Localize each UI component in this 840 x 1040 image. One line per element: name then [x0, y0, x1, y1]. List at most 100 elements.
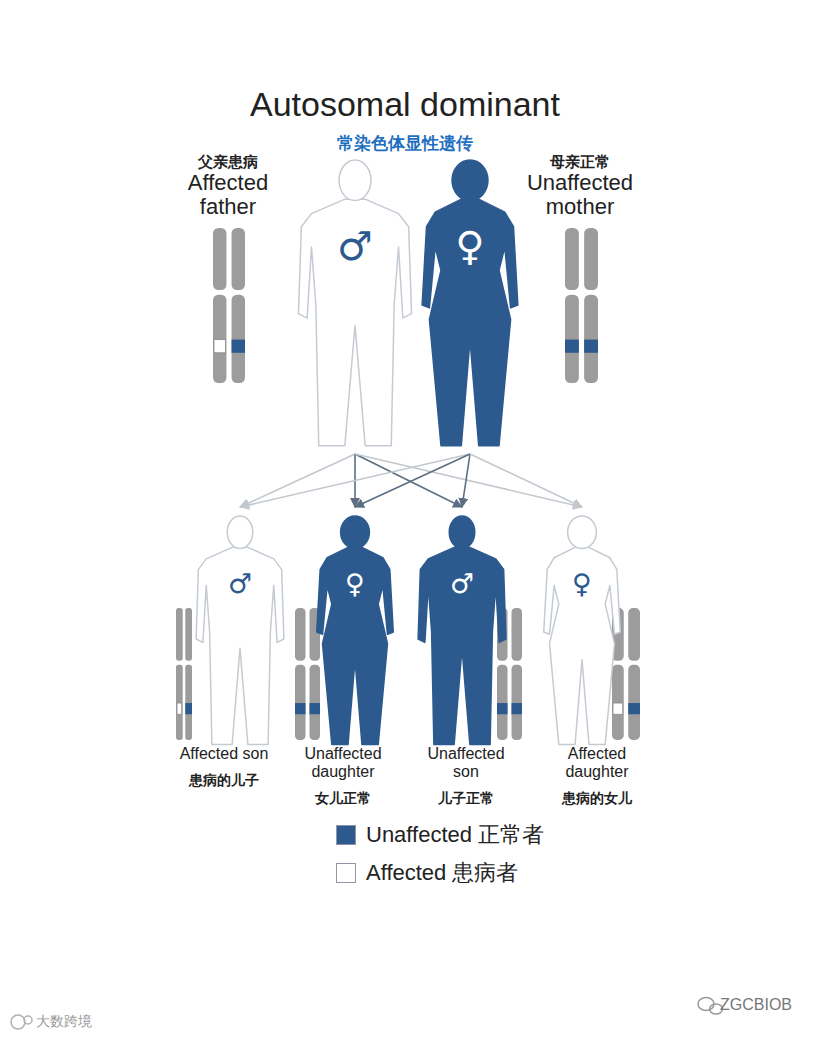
chromosome-arm — [213, 295, 226, 383]
chromosome-arm — [185, 608, 192, 661]
head — [339, 160, 371, 201]
gene-band — [214, 340, 225, 353]
chromosome-pair — [176, 608, 192, 740]
inheritance-arrow — [240, 454, 355, 507]
title-holder: Autosomal dominant — [180, 84, 630, 124]
body-silhouette — [196, 547, 284, 744]
english-caption: Unaffected mother — [515, 171, 645, 219]
person-figure — [298, 160, 411, 446]
caption-column: Affected son 患病的儿子 — [177, 745, 271, 789]
gene-band — [584, 340, 598, 353]
person-node: Unaffected son 儿子正常 ♂ — [415, 508, 527, 811]
chromosome-arm — [584, 228, 598, 290]
chromosome-pair — [213, 228, 245, 383]
inheritance-arrow — [355, 454, 582, 507]
chinese-caption: 父亲患病 — [176, 152, 280, 171]
person-figure — [422, 160, 518, 446]
head — [449, 516, 475, 548]
inheritance-arrow — [470, 454, 582, 507]
chromosome-arm — [584, 295, 598, 383]
gene-band — [295, 703, 306, 714]
inheritance-arrow — [240, 454, 470, 507]
sex-symbol: ♂ — [210, 570, 270, 597]
legend-swatch — [336, 825, 356, 845]
english-caption: Affected father — [176, 171, 280, 219]
english-caption: Affected son — [177, 745, 271, 763]
head — [568, 516, 597, 548]
person-node: 母亲正常Unaffected mother ♀ — [420, 150, 648, 452]
symbol-holder: ♂ — [325, 226, 385, 266]
chromosome-arm — [295, 608, 306, 661]
head — [452, 160, 488, 201]
gene-band — [512, 703, 523, 714]
label-holder: 常染色体显性遗传 — [270, 133, 540, 154]
watermark: 大数跨境 — [36, 1012, 146, 1030]
gene-band — [497, 703, 508, 714]
gene-band — [177, 703, 182, 714]
legend-text: Unaffected 正常者 — [366, 820, 544, 850]
sex-symbol: ♀ — [325, 570, 385, 597]
english-caption: Affected daughter — [546, 745, 648, 781]
english-caption: Unaffected daughter — [292, 745, 394, 781]
chromosome-arm — [232, 228, 245, 290]
chinese-caption: 患病的儿子 — [177, 771, 271, 789]
inheritance-arrow — [355, 454, 470, 507]
sex-symbol: ♀ — [440, 226, 500, 266]
gene-band — [613, 703, 623, 714]
legend-row: Unaffected 正常者 — [336, 816, 636, 854]
wechat-icon — [698, 998, 723, 1015]
body-silhouette — [418, 547, 506, 744]
chromosome-arm — [185, 665, 192, 740]
label-holder: ZGCBIOB — [720, 995, 830, 1015]
person-figure — [544, 516, 621, 745]
gene-band — [628, 703, 640, 714]
caption-column: Unaffected daughter 女儿正常 — [292, 745, 394, 807]
person-node: Affected son 患病的儿子 ♂ — [172, 508, 292, 793]
chromosome-arm — [232, 295, 245, 383]
chromosome-arm — [176, 608, 183, 661]
person-node: Unaffected daughter 女儿正常 ♀ — [290, 508, 405, 811]
english-caption: Unaffected son — [415, 745, 517, 781]
chromosome-arm — [295, 665, 306, 740]
watermark-logo — [11, 1015, 32, 1029]
symbol-holder: ♂ — [432, 570, 492, 597]
sex-symbol: ♂ — [432, 570, 492, 597]
chromosome-arm — [497, 665, 508, 740]
symbol-holder: ♀ — [552, 570, 612, 597]
label-holder: 大数跨境 — [36, 1012, 146, 1030]
chromosome-arm — [565, 295, 579, 383]
symbol-holder: ♀ — [325, 570, 385, 597]
chromosome-arm — [612, 665, 624, 740]
chromosome-arm — [176, 665, 183, 740]
person-figure — [418, 516, 506, 745]
subtitle: 常染色体显性遗传 — [270, 133, 540, 154]
gene-band — [185, 703, 192, 714]
person-figure — [196, 516, 284, 745]
symbol-holder: ♀ — [440, 226, 500, 266]
head — [227, 516, 253, 548]
caption-column: 母亲正常Unaffected mother — [515, 152, 645, 219]
chinese-caption: 患病的女儿 — [546, 789, 648, 807]
body-silhouette — [422, 199, 518, 446]
head — [341, 516, 370, 548]
symbol-holder: ♂ — [210, 570, 270, 597]
title: Autosomal dominant — [180, 84, 630, 124]
person-figure — [317, 516, 394, 745]
chinese-caption: 母亲正常 — [515, 152, 645, 171]
chromosome-arm — [512, 608, 523, 661]
chromosome-pair — [565, 228, 598, 383]
sex-symbol: ♀ — [552, 570, 612, 597]
body-silhouette — [544, 547, 621, 744]
sex-symbol: ♂ — [325, 226, 385, 266]
chromosome-arm — [213, 228, 226, 290]
legend-swatch — [336, 863, 356, 883]
caption-column: Unaffected son 儿子正常 — [415, 745, 517, 807]
chromosome-arm — [512, 665, 523, 740]
body-silhouette — [317, 547, 394, 744]
person-node: Affected daughter 患病的女儿 ♀ — [540, 508, 650, 811]
chinese-caption: 儿子正常 — [415, 789, 517, 807]
chromosome-arm — [628, 665, 640, 740]
chinese-caption: 女儿正常 — [292, 789, 394, 807]
caption-column: 父亲患病Affected father — [176, 152, 280, 219]
gene-band — [565, 340, 579, 353]
